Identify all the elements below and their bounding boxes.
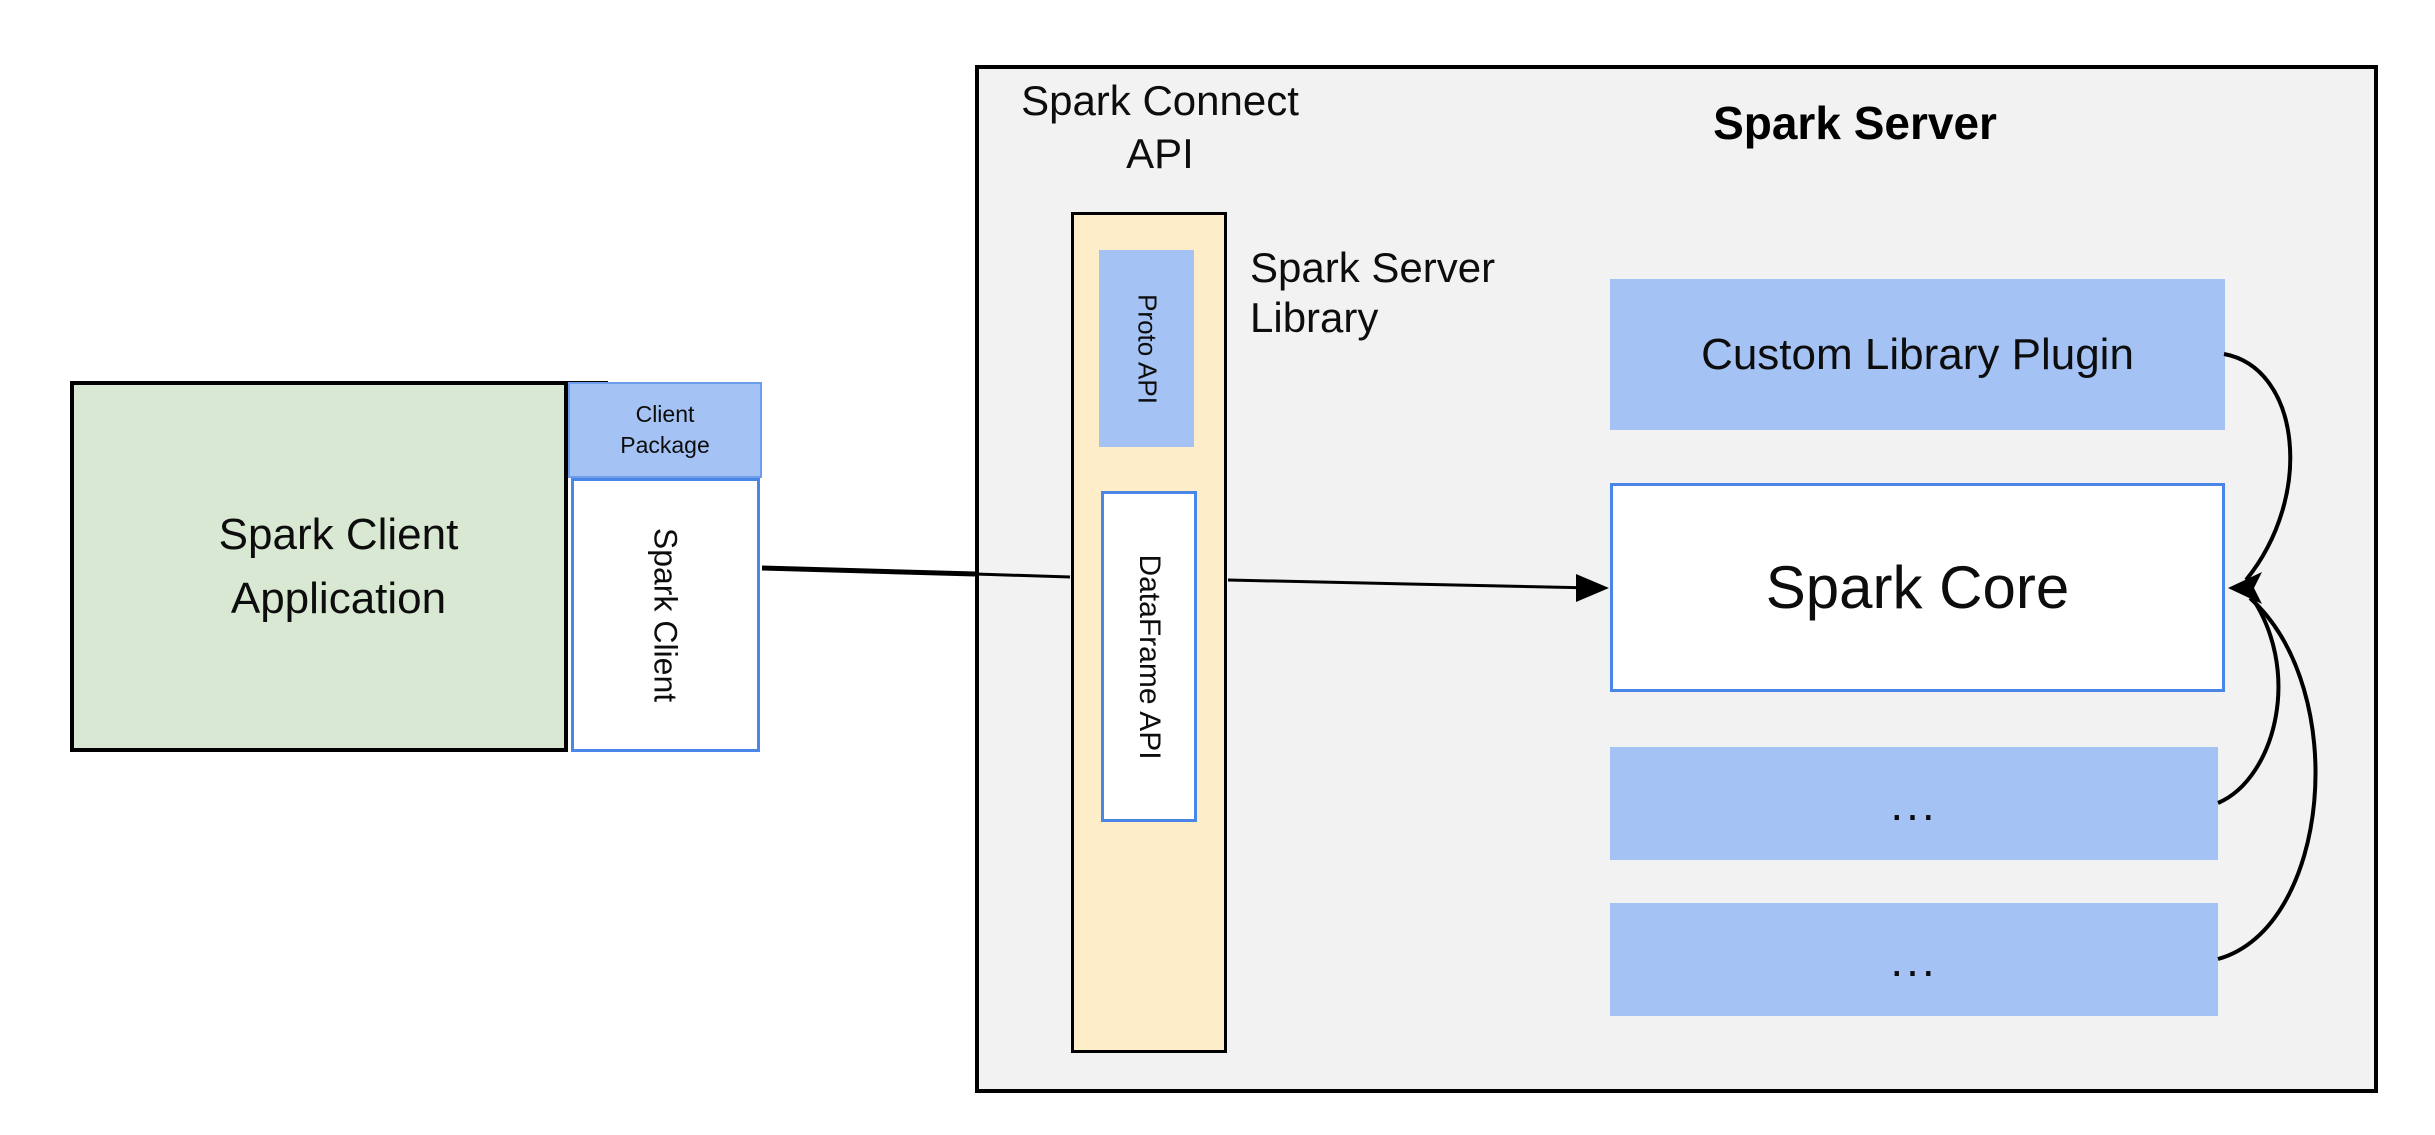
custom-library-plugin-box: Custom Library Plugin (1610, 279, 2225, 430)
spark-core-label: Spark Core (1765, 554, 2070, 621)
plugin-slot-2-box: ... (1610, 903, 2218, 1016)
custom-library-plugin-label: Custom Library Plugin (1701, 329, 2134, 379)
spark-client-application-label-line1: Spark Client (218, 510, 459, 559)
spark-connect-api-label-line2: API (1126, 130, 1194, 177)
client-package-label-line1: Client (635, 401, 695, 427)
spark-client-application-box (70, 381, 568, 752)
plugin-slot-1-label: ... (1890, 777, 1938, 830)
spark-server-library-label-line2: Library (1250, 294, 1379, 341)
dataframe-api-label: DataFrame API (1133, 554, 1166, 760)
proto-api-label: Proto API (1132, 294, 1163, 404)
spark-connect-api-label-line1: Spark Connect (1021, 77, 1299, 124)
spark-core-box: Spark Core (1610, 483, 2225, 692)
plugin-slot-1-box: ... (1610, 747, 2218, 860)
client-package-box: Client Package (568, 382, 762, 478)
spark-client-application-label-line2: Application (230, 574, 447, 623)
client-package-label: Client Package (620, 399, 710, 461)
proto-api-box (1099, 250, 1194, 447)
plugin-slot-2-label: ... (1890, 933, 1938, 986)
spark-server-title: Spark Server (1713, 97, 1997, 149)
spark-client-box (571, 478, 760, 752)
spark-server-library-label: Spark Server Library (1250, 243, 1590, 343)
spark-client-application-label: Spark Client Application (70, 503, 607, 631)
dataframe-api-box (1101, 491, 1197, 822)
spark-client-label: Spark Client (647, 527, 684, 703)
spark-server-library-label-line1: Spark Server (1250, 244, 1496, 291)
client-to-connect-api-arrow (761, 565, 976, 577)
spark-connect-api-label: Spark Connect API (985, 74, 1335, 180)
client-package-label-line2: Package (620, 432, 710, 458)
